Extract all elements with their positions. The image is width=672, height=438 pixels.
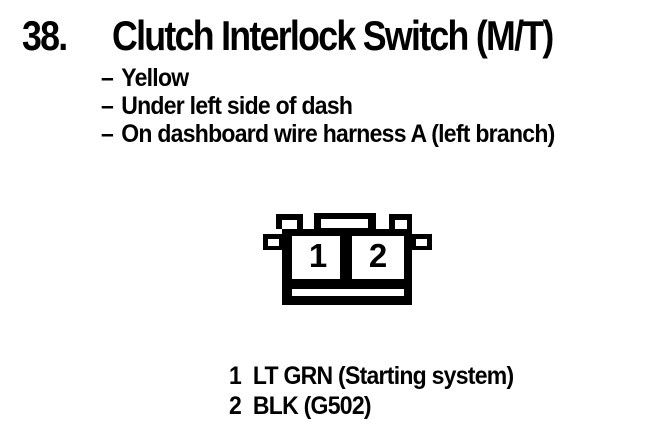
legend-pin-number: 1	[229, 362, 242, 390]
left-wing-slot	[268, 239, 279, 246]
bottom-slot	[292, 289, 404, 296]
right-tab-slot	[395, 220, 407, 229]
cavity-2-label: 2	[369, 237, 387, 274]
dash-bullet: –	[101, 92, 114, 120]
spec-item-color: – Yellow	[101, 64, 555, 92]
cavity-2	[352, 236, 404, 279]
spec-list: – Yellow – Under left side of dash – On …	[101, 64, 594, 148]
spec-item-location: – Under left side of dash	[101, 92, 555, 120]
section-number: 38.	[22, 12, 68, 59]
connector-diagram: 1 2	[263, 213, 432, 305]
legend-wire-label: LT GRN (Starting system)	[252, 362, 514, 390]
cavity-1	[292, 236, 340, 279]
legend-entry-2: 2 BLK (G502)	[229, 391, 513, 421]
center-tab-slot	[321, 219, 368, 228]
cavity-1-label: 1	[309, 237, 327, 274]
spec-item-label: On dashboard wire harness A (left branch…	[121, 120, 555, 148]
pin-legend: 1 LT GRN (Starting system) 2 BLK (G502)	[229, 361, 538, 421]
right-wing-slot	[416, 239, 427, 246]
left-tab-slot	[282, 220, 297, 229]
spec-item-label: Under left side of dash	[121, 92, 353, 120]
spec-item-label: Yellow	[121, 64, 189, 92]
spec-item-harness: – On dashboard wire harness A (left bran…	[101, 120, 555, 148]
legend-wire-label: BLK (G502)	[252, 392, 372, 420]
legend-entry-1: 1 LT GRN (Starting system)	[229, 361, 514, 391]
page-title: Clutch Interlock Switch (M/T)	[112, 12, 554, 59]
dash-bullet: –	[101, 120, 114, 148]
legend-pin-number: 2	[229, 392, 242, 420]
dash-bullet: –	[101, 64, 114, 92]
